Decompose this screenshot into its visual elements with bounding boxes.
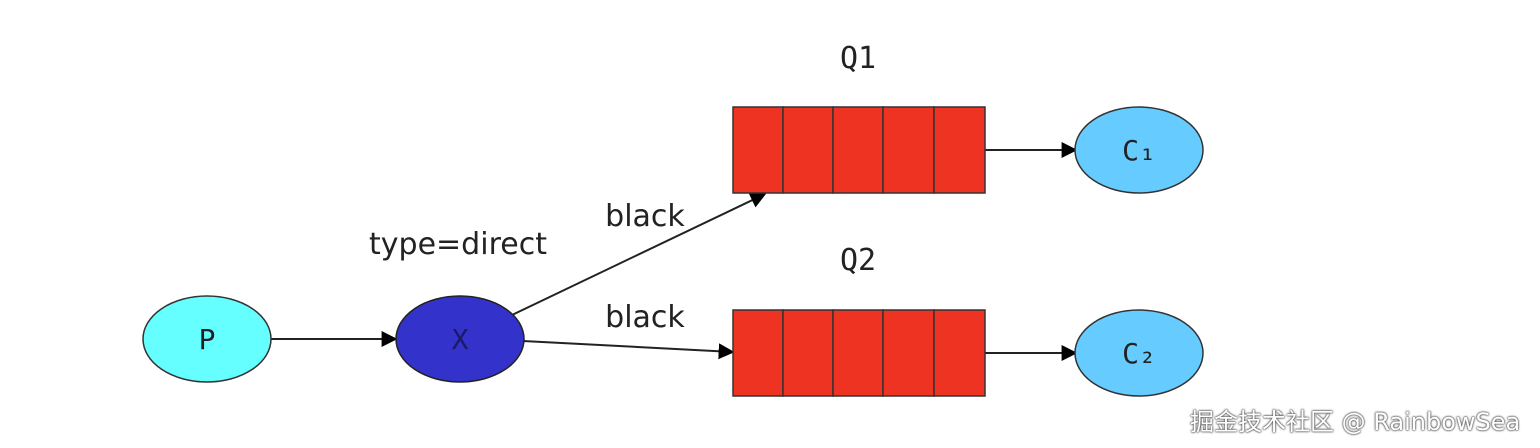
edge-exchange-to-q1 xyxy=(511,192,767,316)
consumer1-shape xyxy=(1074,106,1204,194)
producer-shape xyxy=(142,295,272,383)
queue2-label: Q2 xyxy=(840,243,876,278)
queue1-slot xyxy=(933,106,986,194)
queue2-node: Q2 xyxy=(732,243,986,397)
queue1-slot xyxy=(782,106,834,194)
queue2-shape xyxy=(732,309,986,397)
queue1-shape xyxy=(732,106,986,194)
consumer1-label: C₁ xyxy=(1122,134,1156,167)
exchange-node: X type=direct xyxy=(369,227,547,383)
producer-label: P xyxy=(199,323,216,356)
queue2-slot xyxy=(882,309,935,397)
exchange-type-annotation: type=direct xyxy=(369,227,547,262)
queue1-node: Q1 xyxy=(732,41,986,194)
consumer1-node: C₁ xyxy=(1074,106,1204,194)
consumer2-shape xyxy=(1074,309,1204,397)
producer-node: P xyxy=(142,295,272,383)
exchange-label: X xyxy=(452,323,469,356)
consumer2-node: C₂ xyxy=(1074,309,1204,397)
edge-label-q2-routing-key: black xyxy=(605,300,685,335)
queue1-slot xyxy=(732,106,784,194)
queue2-slot xyxy=(782,309,834,397)
queue1-slot xyxy=(882,106,935,194)
edge-label-q1-routing-key: black xyxy=(605,199,685,234)
consumer2-label: C₂ xyxy=(1122,337,1156,370)
queue2-slot xyxy=(832,309,884,397)
edge-exchange-to-q2 xyxy=(522,340,735,360)
queue2-slot xyxy=(732,309,784,397)
queue1-label: Q1 xyxy=(840,41,876,76)
exchange-shape xyxy=(395,295,525,383)
queue2-slot xyxy=(933,309,986,397)
queue1-slot xyxy=(832,106,884,194)
watermark-text: 掘金技术社区 @ RainbowSea xyxy=(1190,408,1521,436)
